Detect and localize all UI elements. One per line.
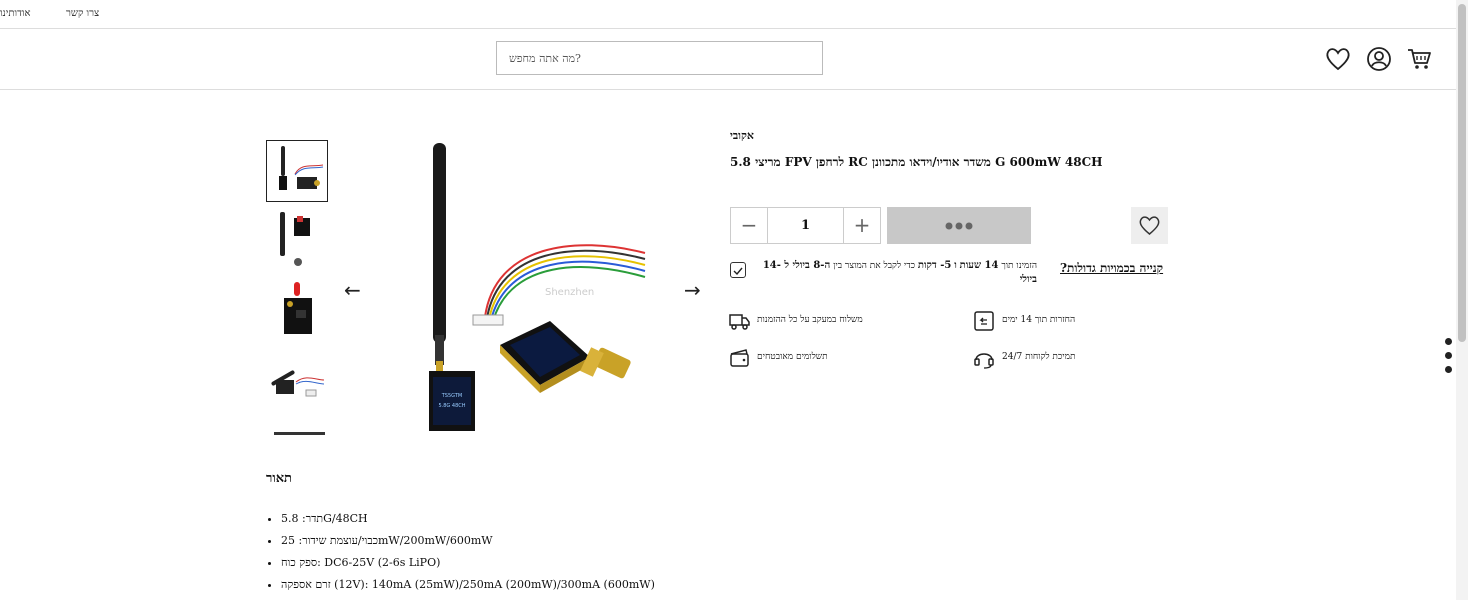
site-header bbox=[0, 29, 1456, 90]
image-watermark: Shenzhen bbox=[545, 287, 594, 298]
description-item: זרם אספקה (12V): 140mA (25mW)/250mA (200… bbox=[281, 574, 655, 596]
bulk-purchase-link[interactable]: ?קנייה בכמויות גדולות bbox=[1060, 261, 1164, 275]
delivery-middle: כדי לקבל את המוצר בין bbox=[833, 261, 916, 271]
delivery-from: ה-8 ביולי ל -14 bbox=[762, 260, 831, 271]
feature-tracked-shipping: משלוח במעקב על כל ההזמנות bbox=[757, 315, 863, 325]
prev-image-arrow[interactable]: ← bbox=[344, 278, 361, 302]
page-scrollbar[interactable] bbox=[1456, 0, 1468, 600]
decrease-quantity-button[interactable]: − bbox=[740, 213, 758, 237]
search-box bbox=[496, 41, 823, 75]
heart-icon[interactable] bbox=[1324, 45, 1352, 73]
delivery-to: ביולי bbox=[1019, 274, 1037, 285]
product-brand[interactable]: אקובי bbox=[730, 129, 754, 142]
thumbnail-1[interactable] bbox=[266, 140, 328, 202]
feature-support: 24/7 תמיכת לקוחות bbox=[1002, 352, 1076, 362]
thumbnail-2-image bbox=[280, 212, 310, 266]
thumbnail-scroll-indicator[interactable] bbox=[274, 432, 325, 435]
add-to-wishlist-button[interactable] bbox=[1131, 207, 1168, 244]
description-list: תדר: 5.8G/48CH כבוי/עוצמת שידור: 25mW/20… bbox=[266, 508, 655, 596]
description-item: תדר: 5.8G/48CH bbox=[281, 508, 655, 530]
next-image-arrow[interactable]: → bbox=[684, 278, 701, 302]
thumbnail-4-image bbox=[271, 370, 325, 397]
thumbnail-3-image bbox=[284, 282, 312, 334]
feature-secure-payments: תשלומים מאובטחים bbox=[757, 352, 828, 362]
scrollbar-thumb[interactable] bbox=[1458, 4, 1466, 342]
heart-icon bbox=[1139, 216, 1160, 235]
delivery-prefix: הזמינו תוך bbox=[1001, 261, 1037, 271]
quantity-value[interactable]: 1 bbox=[767, 208, 844, 243]
return-icon bbox=[974, 311, 994, 331]
main-product-image[interactable]: TS5GTM 5.8G 48CH Shenzhen bbox=[405, 135, 665, 435]
svg-text:5.8G 48CH: 5.8G 48CH bbox=[438, 403, 465, 409]
delivery-hours: 14 שעות bbox=[959, 260, 999, 271]
wallet-icon bbox=[730, 349, 749, 367]
user-icon[interactable] bbox=[1365, 45, 1393, 73]
quantity-stepper: − 1 + bbox=[730, 207, 881, 244]
add-to-cart-button[interactable] bbox=[887, 207, 1031, 244]
loading-dots-icon bbox=[945, 222, 973, 229]
thumbnail-4[interactable] bbox=[266, 350, 328, 412]
delivery-minutes: 5- דקות bbox=[917, 260, 952, 271]
contact-link[interactable]: צרו קשר bbox=[66, 8, 100, 19]
description-heading: תאור bbox=[266, 471, 292, 486]
product-title: 5.8 מריצי FPV לרחפן RC משדר אודיו/וידאו … bbox=[730, 155, 1103, 169]
cart-icon[interactable] bbox=[1405, 45, 1433, 73]
feature-returns: החזרות תוך 14 ימים bbox=[1002, 315, 1076, 325]
thumbnail-1-image bbox=[279, 146, 324, 190]
top-bar: אודותינו צרו קשר bbox=[0, 0, 1456, 29]
side-menu-dots-icon[interactable] bbox=[1445, 338, 1453, 380]
search-input[interactable] bbox=[497, 42, 822, 74]
thumbnail-2[interactable] bbox=[266, 210, 328, 272]
delivery-and: ו bbox=[954, 260, 957, 271]
delivery-check-icon bbox=[730, 262, 746, 278]
truck-icon bbox=[729, 314, 750, 330]
description-item: ספק כוח: DC6-25V (2-6s LiPO) bbox=[281, 552, 655, 574]
thumbnail-3[interactable] bbox=[266, 280, 328, 342]
increase-quantity-button[interactable]: + bbox=[853, 213, 871, 237]
delivery-estimate: הזמינו תוך 14 שעות ו 5- דקות כדי לקבל את… bbox=[757, 259, 1037, 287]
svg-text:TS5GTM: TS5GTM bbox=[441, 393, 462, 399]
about-link[interactable]: אודותינו bbox=[0, 8, 31, 19]
description-item: כבוי/עוצמת שידור: 25mW/200mW/600mW bbox=[281, 530, 655, 552]
headset-icon bbox=[974, 353, 994, 369]
